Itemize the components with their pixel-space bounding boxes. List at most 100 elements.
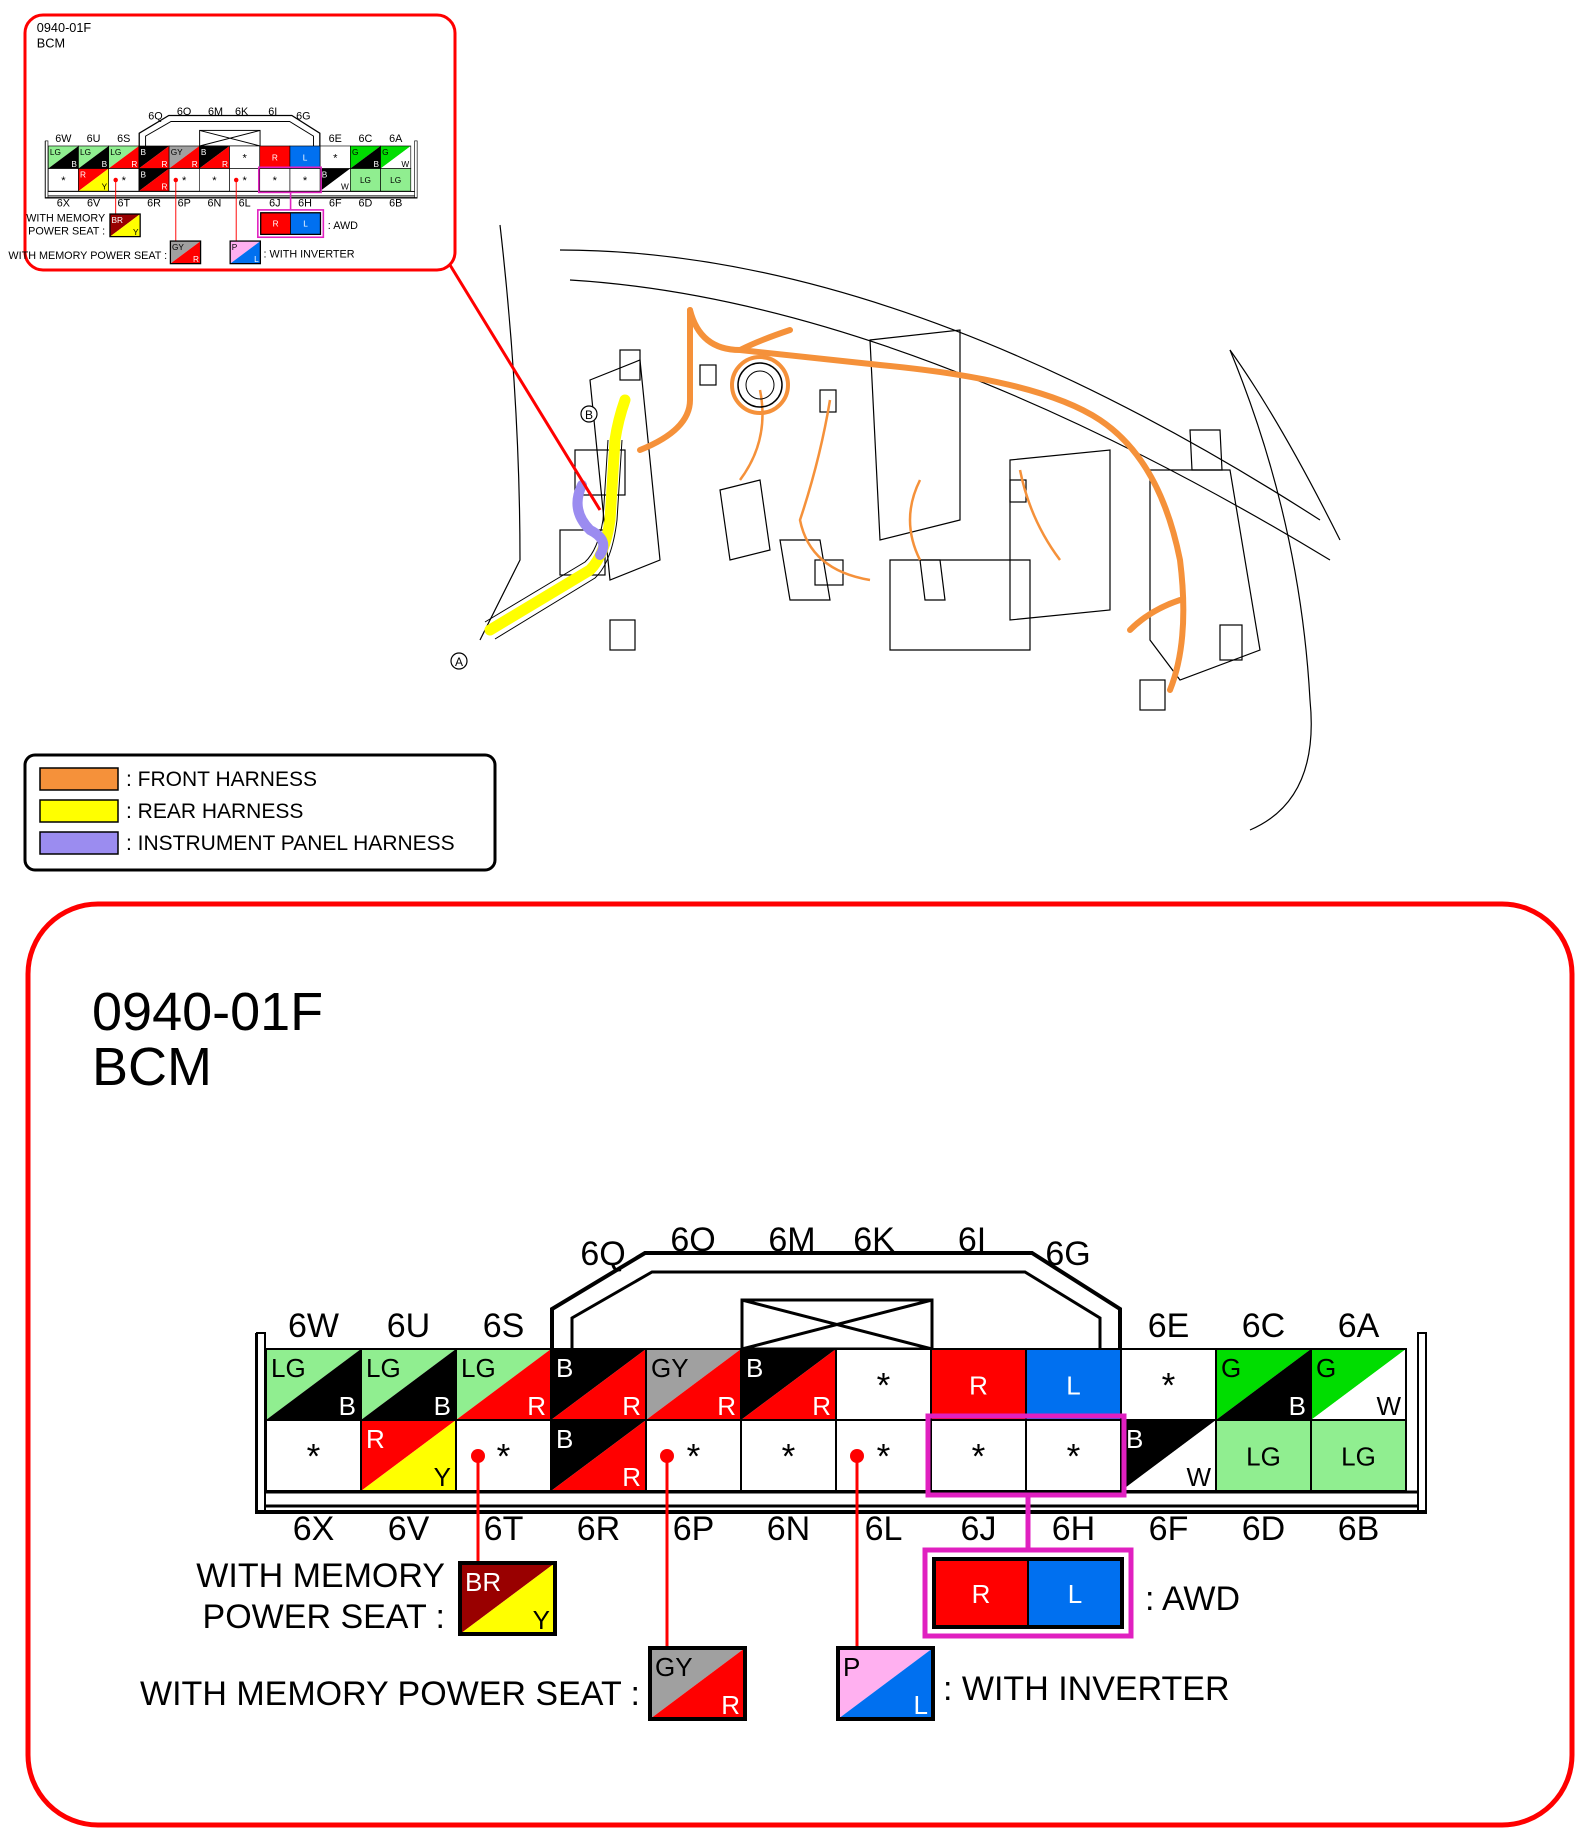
pin-row2-10-bottom-label: W xyxy=(341,183,349,192)
rear-harness-outline xyxy=(484,439,623,640)
pin-row1-2-bottom-color xyxy=(78,145,109,169)
note-memory-seat-cell-frame xyxy=(458,1561,557,1636)
housing-right-rail xyxy=(1417,1332,1427,1512)
callout-leader-line xyxy=(448,264,602,511)
pin-row1-9-label: L xyxy=(1066,1370,1080,1400)
pin-label-6r: 6R xyxy=(577,1510,620,1548)
pin-row1-3-bottom-color xyxy=(108,145,139,169)
pin-row1-9-label: L xyxy=(303,153,308,162)
pin-row1-5-bottom-label: R xyxy=(192,160,198,169)
pin-row1-10 xyxy=(1120,1348,1217,1421)
pin-label-6s: 6S xyxy=(117,133,130,145)
latch-hood-outer xyxy=(550,1251,1122,1349)
pin-label-6a: 6A xyxy=(1338,1307,1380,1345)
pin-label-6i: 6I xyxy=(268,106,277,118)
pin-label-6p: 6P xyxy=(673,1510,715,1548)
awd-pin-2-label: L xyxy=(303,220,308,229)
pin-label-6c: 6C xyxy=(359,133,373,145)
pin-row2-8-label: * xyxy=(972,1438,986,1477)
housing-bottom-rail xyxy=(44,190,418,197)
pin-row1-5-bottom-label: R xyxy=(717,1391,736,1421)
latch-hood-inner xyxy=(145,121,314,146)
pin-label-6o: 6O xyxy=(670,1221,715,1259)
pin-row2-4-bottom-label: R xyxy=(162,183,168,192)
pin-label-6n: 6N xyxy=(767,1510,810,1548)
pin-row2-12 xyxy=(1310,1419,1407,1492)
awd-cells-frame xyxy=(260,212,322,236)
pin-label-6w: 6W xyxy=(288,1307,339,1345)
pin-row2-10-bottom-label: W xyxy=(1186,1462,1211,1492)
note-memory-seat-2-cell-frame xyxy=(648,1646,747,1721)
pin-row1-4-bottom-label: R xyxy=(162,160,168,169)
awd-pin-2-label: L xyxy=(1068,1579,1082,1609)
pin-row2-12 xyxy=(380,168,412,192)
note-inverter-cell-bottom-label: L xyxy=(914,1690,928,1720)
pin-row2-2-top-label: R xyxy=(366,1424,385,1454)
note-memory-seat-line1: WITH MEMORY xyxy=(196,1557,445,1595)
pin-label-6n: 6N xyxy=(208,198,222,210)
note-memory-seat-2: WITH MEMORY POWER SEAT : xyxy=(8,250,167,262)
pin-row1-3-top-label: LG xyxy=(110,148,121,157)
pin-row1-5-bottom-color xyxy=(169,145,200,169)
svg-text:A: A xyxy=(455,655,463,669)
pin-row1-11-bottom-label: B xyxy=(1289,1391,1306,1421)
note-leader-dot-3 xyxy=(850,1449,864,1463)
pin-row1-11-bottom-color xyxy=(1216,1349,1311,1420)
pin-label-6j: 6J xyxy=(269,198,280,210)
pin-row1-2-top-label: LG xyxy=(80,148,91,157)
pin-row1-1-top-label: LG xyxy=(50,148,61,157)
pin-row1-12-bottom-label: W xyxy=(401,160,409,169)
pin-row1-1-bottom-color xyxy=(48,145,79,169)
pin-row2-4-bottom-color xyxy=(138,168,170,192)
pin-row2-11-label: LG xyxy=(360,176,371,185)
pin-row2-2-bottom-label: Y xyxy=(102,183,108,192)
pin-row1-8-label: R xyxy=(969,1370,988,1400)
front-harness-wire xyxy=(637,307,1187,693)
pin-row1-1-bottom-label: B xyxy=(339,1391,356,1421)
pin-label-6f: 6F xyxy=(1149,1510,1189,1548)
rear-harness-wire xyxy=(484,394,631,636)
pin-label-6x: 6X xyxy=(293,1510,335,1548)
pin-row1-4-top-label: B xyxy=(140,148,146,157)
pin-label-6h: 6H xyxy=(1052,1510,1095,1548)
pin-label-6v: 6V xyxy=(87,198,101,210)
note-inverter-cell-frame xyxy=(229,240,262,265)
pin-label-6k: 6K xyxy=(235,106,249,118)
pin-row1-7 xyxy=(835,1348,932,1421)
pin-row1-6-top-label: B xyxy=(746,1353,763,1383)
legend-swatch-1 xyxy=(39,767,119,791)
pin-row1-2-bottom-color xyxy=(361,1349,456,1420)
pin-row2-6-label: * xyxy=(212,175,217,187)
pin-row1-3-bottom-label: R xyxy=(131,160,137,169)
housing-bottom-rail xyxy=(255,1490,1427,1508)
pin-row2-8 xyxy=(930,1419,1027,1492)
note-inverter-cell-top-label: P xyxy=(843,1652,860,1682)
pin-row2-9-label: * xyxy=(1067,1438,1081,1477)
pin-label-6w: 6W xyxy=(55,133,72,145)
note-memory-seat-cell-bottom-color xyxy=(109,214,141,237)
svg-text:B: B xyxy=(585,408,593,422)
pin-row2-12-label: LG xyxy=(1341,1441,1376,1471)
note-memory-seat-2-cell-top-label: GY xyxy=(172,243,184,252)
note-awd: : AWD xyxy=(328,220,358,232)
pin-row1-8-label: R xyxy=(272,153,278,162)
pin-label-6l: 6L xyxy=(239,198,251,210)
note-memory-seat-line1: WITH MEMORY xyxy=(26,213,105,225)
pin-label-6k: 6K xyxy=(853,1221,895,1259)
pin-row1-1-bottom-label: B xyxy=(71,160,77,169)
pin-label-6x: 6X xyxy=(57,198,70,210)
pin-label-6m: 6M xyxy=(208,106,223,118)
pin-row1-12-bottom-color xyxy=(380,145,411,169)
note-inverter-cell-top-label: P xyxy=(232,243,238,252)
pin-row1-11-bottom-label: B xyxy=(373,160,379,169)
awd-cells-frame xyxy=(932,1557,1124,1629)
pin-row1-6-bottom-label: R xyxy=(222,160,228,169)
pin-row1-5-top-label: GY xyxy=(651,1353,689,1383)
pin-row2-10-top-label: B xyxy=(322,170,328,179)
pin-row1-4-bottom-label: R xyxy=(622,1391,641,1421)
pin-row2-10-top-label: B xyxy=(1126,1424,1143,1454)
pin-row2-10-bottom-color xyxy=(1121,1420,1216,1491)
